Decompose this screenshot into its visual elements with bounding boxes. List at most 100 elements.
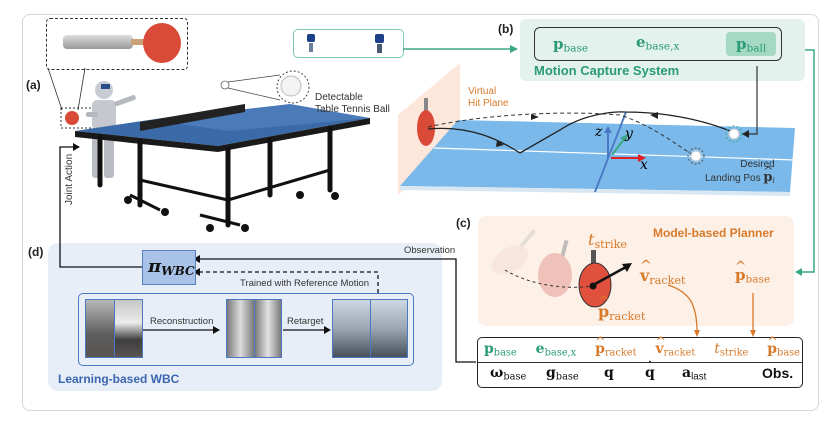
var-e-base-x: ebase,x <box>636 33 680 53</box>
z-axis-label: z <box>595 124 603 140</box>
camera-stand <box>309 43 313 52</box>
joint-action-line <box>59 146 142 268</box>
ball-var-highlight <box>726 32 776 56</box>
var-p-ball: pball <box>736 35 767 55</box>
y-axis <box>611 137 626 156</box>
racket-ghost-2 <box>538 239 572 297</box>
motion-capture-panel: pbase ebase,x pball Motion Capture Syste… <box>520 19 805 81</box>
camera-icon <box>375 34 384 43</box>
landing-line1: Desired <box>740 159 775 170</box>
hit-plane-line2: Hit Plane <box>468 98 509 109</box>
detected-ball <box>728 128 740 140</box>
table-net <box>140 104 245 131</box>
obs-p-base-hat: pbase <box>767 334 800 358</box>
obs-a-last: alast <box>682 365 707 383</box>
landing-line2: Landing Pos <box>705 173 761 184</box>
racket-center <box>589 282 597 290</box>
trained-dashed-line <box>197 271 379 293</box>
observation-row-1: pbase ebase,x pracket vracket tstrike pb… <box>484 334 800 359</box>
racket-ghost-1 <box>491 229 536 275</box>
ball-caption: Detectable Table Tennis Ball <box>315 92 390 116</box>
p-base-hat-label: pbase <box>735 259 770 286</box>
obs-g-base: gbase <box>546 365 579 383</box>
reconstruction-frame <box>254 300 281 357</box>
obs-p-base: pbase <box>484 341 517 359</box>
panel-c-label: (c) <box>456 216 471 230</box>
p-racket-label: pracket <box>598 294 645 323</box>
ball-zoomed <box>280 75 302 97</box>
virtual-hit-plane-label: Virtual Hit Plane <box>468 86 509 110</box>
racket-path <box>504 269 594 288</box>
video-frame <box>114 300 142 357</box>
policy-symbol: πWBC <box>148 256 195 278</box>
policy-wbc-box: πWBC <box>142 250 196 285</box>
obs-p-racket-hat: pracket <box>595 334 636 358</box>
panel-d-label: (d) <box>28 245 44 259</box>
inset-line-right <box>77 67 86 111</box>
robot-hand <box>63 35 133 49</box>
motion-capture-title: Motion Capture System <box>534 63 680 78</box>
camera-group <box>293 29 404 58</box>
retargeted-robot-frames <box>332 299 408 358</box>
ball-caption-line1: Detectable <box>315 92 363 103</box>
reconstruction-frame <box>227 300 255 357</box>
table-net-b <box>594 112 627 192</box>
mocap-to-planner-line <box>799 49 815 273</box>
retarget-label: Retarget <box>287 316 324 327</box>
small-ball <box>220 80 230 90</box>
t-strike-label: tstrike <box>588 230 628 251</box>
ball-caption-line2: Table Tennis Ball <box>315 104 390 115</box>
panel-a-label: (a) <box>26 78 41 92</box>
desired-trajectory <box>427 112 694 156</box>
robot-frame <box>370 300 407 357</box>
observation-divider <box>478 362 802 363</box>
racket-head <box>143 23 181 63</box>
landing-pos-label: Desired Landing Pos pl <box>705 158 775 188</box>
obs-q: q <box>604 365 614 381</box>
obs-omega-base: ωbase <box>490 365 527 383</box>
video-frame <box>86 300 115 357</box>
racket-handle <box>131 39 145 45</box>
reconstructed-frames <box>226 299 282 358</box>
racket-handle-b <box>424 98 428 112</box>
table-frame <box>129 168 331 227</box>
obs-v-racket-hat: vracket <box>655 334 695 358</box>
camera-stand <box>377 44 382 53</box>
table-wheels <box>124 191 339 232</box>
panel-b-label: (b) <box>498 22 514 36</box>
racket-hand-inset <box>46 18 188 70</box>
table-legs <box>97 125 333 228</box>
trained-with-label: Trained with Reference Motion <box>240 278 370 289</box>
reconstruction-label: Reconstruction <box>150 316 214 327</box>
small-racket <box>65 111 79 125</box>
obs-t-strike: tstrike <box>714 341 749 359</box>
obs-label: Obs. <box>762 365 794 381</box>
racket-velocity-arrow <box>594 265 627 286</box>
hit-plane-line1: Virtual <box>468 86 497 97</box>
v-racket-arrow <box>667 284 698 333</box>
observation-line <box>197 258 476 363</box>
camera-icon <box>307 34 315 42</box>
v-racket-label: vracket <box>640 258 685 287</box>
y-axis-label: y <box>625 126 633 142</box>
wbc-title: Learning-based WBC <box>58 372 180 386</box>
var-p-base: pbase <box>553 35 589 55</box>
landing-symbol: p <box>763 165 772 184</box>
table-edge <box>75 131 218 152</box>
observation-box: pbase ebase,x pracket vracket tstrike pb… <box>477 334 803 388</box>
table-surface <box>400 120 795 192</box>
table-centerline <box>433 147 796 161</box>
human-video-frames <box>85 299 143 358</box>
racket-b <box>417 110 435 146</box>
obs-q-dot: q <box>645 359 655 381</box>
observation-label: Observation <box>404 245 456 256</box>
landing-ball-ring <box>687 147 705 165</box>
obs-e-base-x: ebase,x <box>535 341 577 359</box>
inset-line-left <box>47 67 63 111</box>
robot-frame <box>333 300 371 357</box>
planner-title: Model-based Planner <box>653 226 774 240</box>
mocap-variables-box <box>534 27 782 61</box>
